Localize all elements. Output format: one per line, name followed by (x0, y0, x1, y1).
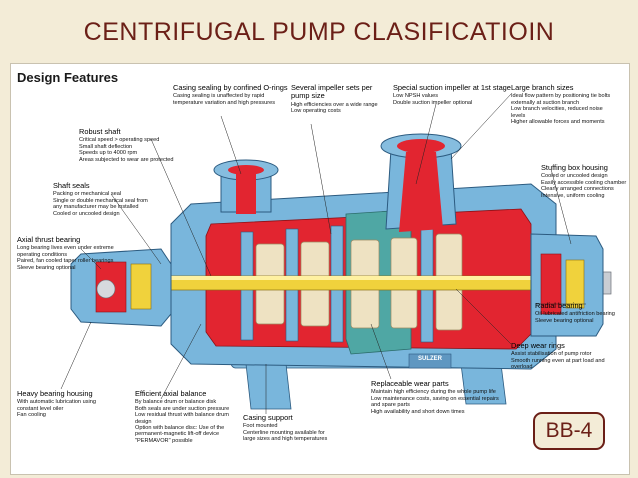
callout-axial-balance: Efficient axial balance By balance drum … (135, 389, 230, 444)
callout-impeller-sets: Several impeller sets per pump size High… (291, 83, 378, 115)
bearing-housing-right (530, 233, 604, 337)
callout-shaft-seals: Shaft seals Packing or mechanical seal S… (53, 181, 148, 217)
discharge-nozzle (213, 159, 279, 214)
callout-axial-thrust: Axial thrust bearing Long bearing lives … (17, 235, 114, 271)
callout-casing-support: Casing support Foot mounted Centerline m… (243, 413, 328, 443)
callout-deep-wear-rings: Deep wear rings Assist stabilisation of … (511, 341, 605, 371)
design-features-heading: Design Features (17, 70, 119, 85)
callout-casing-sealing: Casing sealing by confined O-rings Casin… (173, 83, 288, 106)
callout-radial-bearing: Radial bearing Oil lubricated antifricti… (535, 301, 615, 324)
bb4-badge: BB-4 (533, 412, 605, 450)
bearing-housing-left (70, 248, 172, 327)
callout-suction-impeller: Special suction impeller at 1st stage Lo… (393, 83, 511, 106)
callout-stuffing-box: Stuffing box housing Cooled or uncooled … (541, 163, 627, 199)
suction-nozzle (380, 133, 462, 232)
slide-title: CENTRIFUGAL PUMP CLASIFICATIOIN (83, 18, 555, 46)
callout-wear-parts: Replaceable wear parts Maintain high eff… (371, 379, 499, 415)
pump-cutaway-svg (60, 93, 612, 414)
casing-foot (245, 363, 292, 410)
nameplate-text: SULZER (418, 356, 442, 362)
nameplate (408, 353, 452, 369)
callout-robust-shaft: Robust shaft Critical speed > operating … (79, 127, 174, 163)
callout-heavy-bearing: Heavy bearing housing With automatic lub… (17, 389, 96, 419)
callout-branch-sizes: Large branch sizes Ideal flow pattern by… (511, 83, 611, 126)
diagram-panel: Design Features (10, 63, 630, 475)
leader-lines (60, 93, 586, 414)
